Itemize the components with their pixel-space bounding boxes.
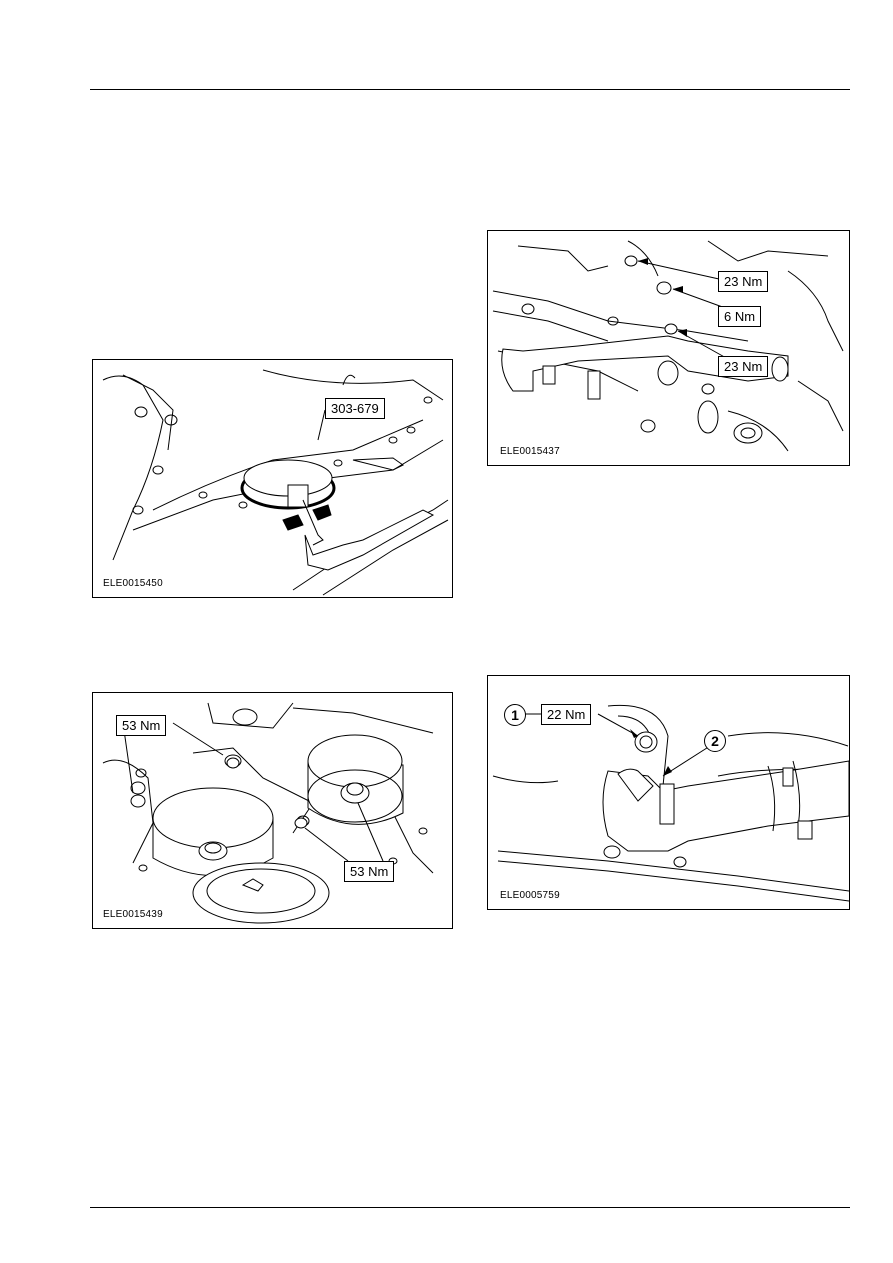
- header-rule: [90, 89, 850, 90]
- torque-callout-top: 53 Nm: [116, 715, 167, 736]
- pipe-clamp-illustration: [492, 704, 849, 902]
- coolant-pipe-illustration: [492, 240, 844, 452]
- engine-cover-illustration: [102, 369, 449, 596]
- tool-number-callout: 303-679: [325, 398, 385, 419]
- pulley-assembly-illustration: [102, 702, 434, 924]
- item-number-2: 2: [704, 730, 726, 752]
- item-number-1: 1: [504, 704, 526, 726]
- figure-id: ELE0015439: [103, 909, 163, 920]
- figure-pipe-bracket-torque: 23 Nm 6 Nm 23 Nm ELE0015437: [487, 230, 850, 466]
- figure-hose-clamp-bolt: 1 22 Nm 2 ELE0005759: [487, 675, 850, 910]
- torque-callout-middle: 6 Nm: [718, 306, 762, 327]
- torque-callout: 22 Nm: [541, 704, 592, 725]
- torque-callout-upper: 23 Nm: [718, 271, 769, 292]
- figure-id: ELE0015450: [103, 578, 163, 589]
- figure-id: ELE0005759: [500, 890, 560, 901]
- figure-idler-pulley-torque: 53 Nm 53 Nm ELE0015439: [92, 692, 453, 929]
- figure-tool-303-679: 303-679 ELE0015450: [92, 359, 453, 598]
- torque-callout-lower: 23 Nm: [718, 356, 769, 377]
- torque-callout-bottom: 53 Nm: [344, 861, 395, 882]
- figure-id: ELE0015437: [500, 446, 560, 457]
- footer-rule: [90, 1207, 850, 1208]
